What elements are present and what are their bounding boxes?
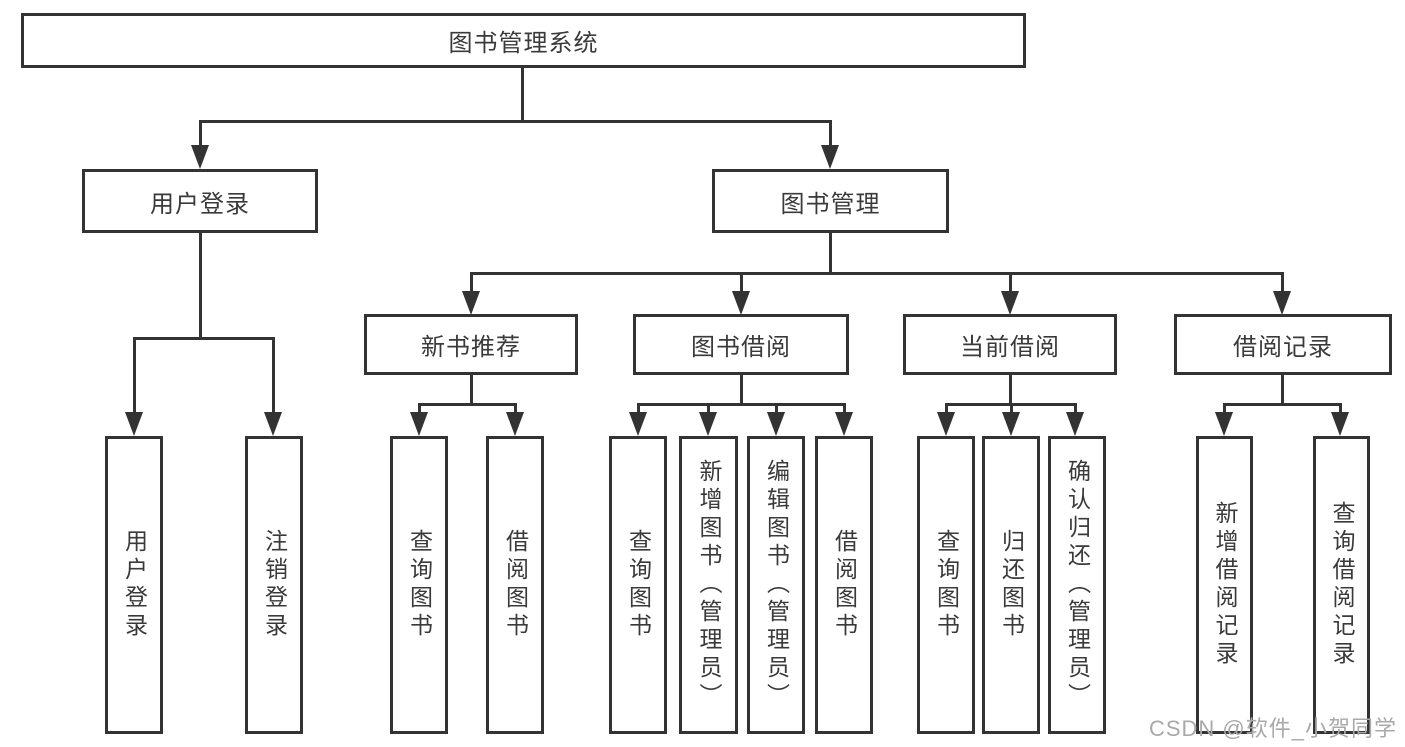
connector-line: [1281, 375, 1284, 405]
leaf-borrow-books: 借阅图书: [815, 436, 873, 734]
node-library-system-label: 图书管理系统: [448, 30, 599, 57]
connector-line: [775, 403, 778, 415]
arrow-down-icon: [732, 291, 750, 315]
connector-line: [1009, 272, 1012, 295]
arrow-down-icon: [410, 412, 428, 436]
connector-line: [418, 403, 516, 406]
connector-line: [637, 403, 845, 406]
connector-line: [1009, 375, 1012, 405]
node-borrowing-records-label: 借阅记录: [1233, 334, 1333, 361]
arrow-down-icon: [264, 412, 282, 436]
arrow-down-icon: [1331, 412, 1349, 436]
connector-line: [740, 272, 743, 295]
csdn-watermark: CSDN @软件_小贺同学: [1148, 716, 1397, 741]
connector-line: [829, 233, 832, 274]
leaf-query-books-current-label: 查询图书: [933, 529, 960, 641]
connector-line: [418, 403, 421, 415]
node-borrowing-records: 借阅记录: [1174, 314, 1392, 375]
node-book-management: 图书管理: [712, 169, 949, 233]
leaf-add-borrow-record-label: 新增借阅记录: [1212, 501, 1238, 669]
arrow-down-icon: [1001, 291, 1019, 315]
connector-line: [470, 272, 1284, 275]
connector-line: [470, 272, 473, 295]
node-new-book-recommend-label: 新书推荐: [421, 334, 521, 361]
connector-line: [514, 403, 517, 415]
node-book-management-label: 图书管理: [780, 190, 881, 218]
leaf-borrow-books-recommend: 借阅图书: [486, 436, 544, 734]
node-user-login-label: 用户登录: [150, 190, 250, 218]
arrow-down-icon: [506, 412, 524, 436]
connector-line: [1010, 403, 1013, 415]
arrow-down-icon: [125, 412, 143, 436]
connector-line: [945, 403, 948, 415]
connector-line: [1223, 403, 1226, 415]
connector-line: [272, 337, 275, 415]
node-book-borrowing-label: 图书借阅: [691, 334, 791, 361]
connector-line: [199, 120, 202, 152]
arrow-down-icon: [1002, 412, 1020, 436]
connector-line: [133, 337, 136, 415]
node-current-borrowing: 当前借阅: [903, 314, 1117, 375]
connector-line: [1074, 403, 1077, 415]
connector-line: [1281, 272, 1284, 295]
leaf-query-books-recommend-label: 查询图书: [406, 529, 433, 641]
leaf-add-books-admin: 新增图书（管理员）: [679, 436, 738, 734]
arrow-down-icon: [699, 412, 717, 436]
connector-line: [470, 375, 473, 405]
arrow-down-icon: [629, 412, 647, 436]
leaf-user-login: 用户登录: [105, 436, 163, 734]
leaf-confirm-return-admin-label: 确认归还（管理员）: [1064, 459, 1091, 711]
arrow-down-icon: [767, 412, 785, 436]
leaf-query-books-current: 查询图书: [917, 436, 975, 734]
connector-line: [707, 403, 710, 415]
leaf-add-books-admin-label: 新增图书（管理员）: [696, 459, 722, 711]
leaf-return-books-label: 归还图书: [998, 529, 1025, 641]
arrow-down-icon: [191, 145, 209, 169]
node-current-borrowing-label: 当前借阅: [960, 334, 1060, 361]
connector-line: [521, 68, 524, 122]
leaf-query-borrow-record: 查询借阅记录: [1313, 436, 1370, 734]
leaf-edit-books-admin: 编辑图书（管理员）: [747, 436, 805, 734]
arrow-down-icon: [462, 291, 480, 315]
leaf-add-borrow-record: 新增借阅记录: [1196, 436, 1253, 734]
leaf-query-books-recommend: 查询图书: [390, 436, 448, 734]
leaf-confirm-return-admin: 确认归还（管理员）: [1048, 436, 1106, 734]
connector-line: [740, 375, 743, 405]
leaf-borrow-books-recommend-label: 借阅图书: [502, 529, 529, 641]
node-book-borrowing: 图书借阅: [633, 314, 849, 375]
arrow-down-icon: [1215, 412, 1233, 436]
connector-line: [1223, 403, 1341, 406]
connector-line: [199, 120, 831, 123]
connector-line: [133, 337, 275, 340]
connector-line: [829, 120, 832, 152]
node-library-system: 图书管理系统: [21, 13, 1026, 68]
arrow-down-icon: [1273, 291, 1291, 315]
connector-line: [843, 403, 846, 415]
leaf-return-books: 归还图书: [982, 436, 1040, 734]
leaf-query-books-borrowing-label: 查询图书: [625, 529, 652, 641]
connector-line: [1339, 403, 1342, 415]
leaf-logout: 注销登录: [245, 436, 303, 734]
leaf-edit-books-admin-label: 编辑图书（管理员）: [763, 459, 790, 711]
leaf-logout-label: 注销登录: [261, 529, 288, 641]
leaf-query-borrow-record-label: 查询借阅记录: [1329, 501, 1355, 669]
arrow-down-icon: [835, 412, 853, 436]
connector-line: [199, 233, 202, 340]
leaf-borrow-books-label: 借阅图书: [831, 529, 858, 641]
leaf-user-login-label: 用户登录: [121, 529, 148, 641]
arrow-down-icon: [1066, 412, 1084, 436]
node-user-login: 用户登录: [82, 169, 318, 233]
connector-line: [637, 403, 640, 415]
arrow-down-icon: [937, 412, 955, 436]
leaf-query-books-borrowing: 查询图书: [609, 436, 667, 734]
node-new-book-recommend: 新书推荐: [364, 314, 578, 375]
arrow-down-icon: [821, 145, 839, 169]
